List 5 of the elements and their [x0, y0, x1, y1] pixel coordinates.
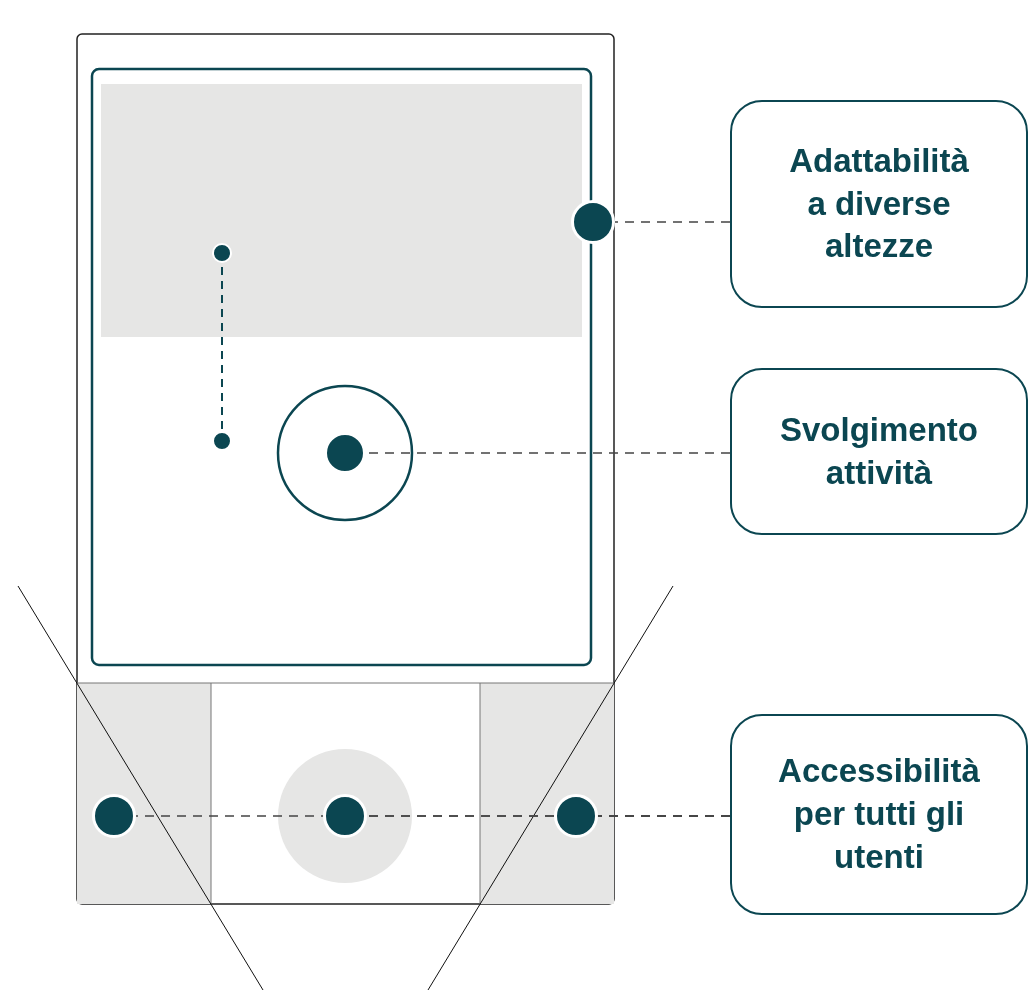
- leader-line: [614, 221, 731, 223]
- callout-box: Adattabilità a diverse altezze: [730, 100, 1028, 308]
- callout-box: Accessibilità per tutti gli utenti: [730, 714, 1028, 915]
- callout-box: Svolgimento attività: [730, 368, 1028, 535]
- leader-line: [135, 815, 731, 817]
